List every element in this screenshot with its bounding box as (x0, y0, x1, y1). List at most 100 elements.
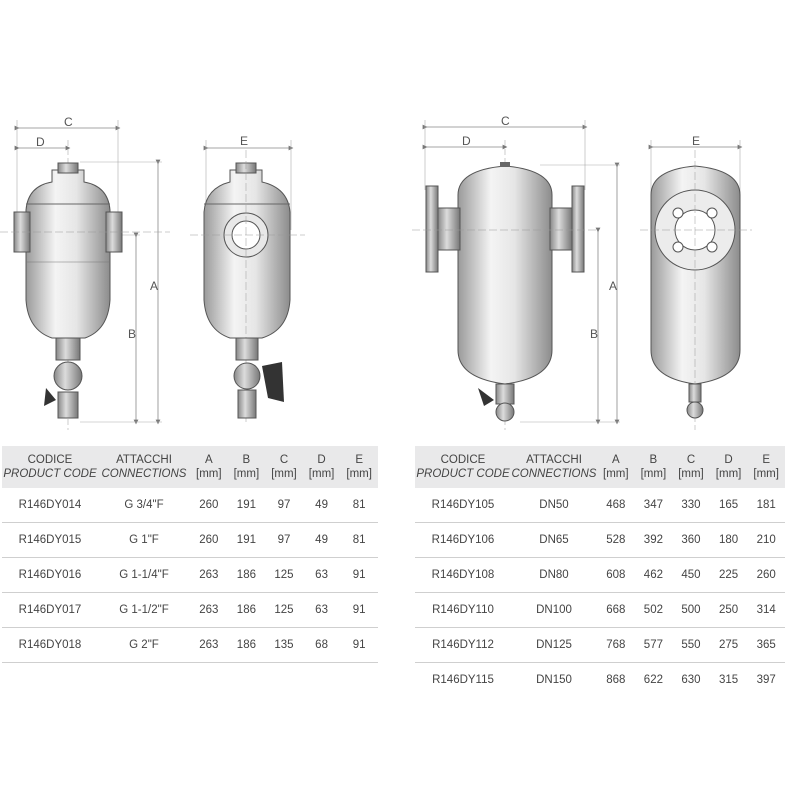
cell-b: 191 (227, 488, 266, 523)
cell-a: 608 (597, 557, 635, 593)
cell-c: 500 (672, 592, 710, 628)
header-b-unit: [mm] (233, 468, 260, 480)
cell-e: 91 (340, 592, 378, 628)
cell-code: R146DY017 (2, 592, 98, 628)
dim-label-d: D (36, 135, 45, 149)
header-conn-en: CONNECTIONS (101, 468, 187, 480)
header-a-label: A (204, 454, 213, 466)
dim-label-b-large: B (590, 327, 598, 341)
dim-label-c-large: C (501, 114, 510, 128)
cell-d: 225 (709, 557, 748, 593)
header-code-it: CODICE (440, 454, 486, 466)
header-conn-it: ATTACCHI (116, 454, 172, 466)
header-a: A [mm] (190, 446, 228, 488)
header-d: D[mm] (709, 446, 748, 488)
cell-d: 275 (709, 627, 748, 663)
cell-conn: G 2"F (98, 627, 190, 663)
cell-c: 450 (672, 557, 710, 593)
cell-a: 668 (597, 592, 635, 628)
cell-a: 263 (190, 557, 228, 593)
table-header-row: CODICE PRODUCT CODE ATTACCHI CONNECTIONS… (415, 446, 785, 488)
right-dimensions-table: CODICE PRODUCT CODE ATTACCHI CONNECTIONS… (415, 446, 785, 697)
cell-c: 550 (672, 627, 710, 663)
cell-c: 135 (265, 627, 303, 663)
dim-label-e-small: E (240, 134, 248, 148)
cell-c: 630 (681, 674, 701, 686)
cell-b: 622 (643, 674, 663, 686)
header-d-unit: [mm] (308, 468, 335, 480)
cell-conn: G 1-1/4"F (98, 557, 190, 593)
header-c-label: C (686, 454, 696, 466)
dim-label-b: B (128, 327, 136, 341)
header-d-label: D (317, 454, 326, 466)
header-e-unit: [mm] (346, 468, 372, 480)
left-dimensions-table: CODICE PRODUCT CODE ATTACCHI CONNECTIONS… (2, 446, 378, 663)
header-e-label: E (355, 454, 364, 466)
dim-label-e-large: E (692, 134, 700, 148)
cell-d: 63 (302, 557, 341, 593)
cell-conn: G 3/4"F (98, 488, 190, 523)
dim-label-c: C (64, 115, 73, 129)
cell-a: 260 (190, 522, 228, 558)
cell-c: 97 (265, 522, 303, 558)
header-b-label: B (649, 454, 658, 466)
cell-d: 49 (302, 488, 341, 523)
cell-conn: G 1"F (98, 522, 190, 558)
header-code: CODICE PRODUCT CODE (415, 446, 511, 488)
cell-code: R146DY108 (415, 557, 511, 593)
header-code: CODICE PRODUCT CODE (2, 446, 98, 488)
cell-e: 314 (747, 592, 785, 628)
header-connections: ATTACCHI CONNECTIONS (511, 446, 597, 488)
cell-d: 180 (709, 522, 748, 558)
cell-b: 347 (634, 488, 673, 523)
cell-d: 49 (302, 522, 341, 558)
cell-e: 81 (340, 522, 378, 558)
cell-b: 392 (634, 522, 673, 558)
cell-e: 81 (340, 488, 378, 523)
cell-code: R146DY014 (2, 488, 98, 523)
cell-a: 263 (190, 627, 228, 663)
cell-conn: DN150 (536, 674, 572, 686)
cell-e: 397 (756, 674, 776, 686)
cell-a: 528 (597, 522, 635, 558)
header-a: A[mm] (597, 446, 635, 488)
cell-a: 260 (190, 488, 228, 523)
cell-conn: DN50 (511, 488, 597, 523)
small-separator-front-view: E (190, 134, 305, 425)
header-c: C [mm] (672, 446, 710, 488)
cell-c: 330 (672, 488, 710, 523)
large-separator-side-view: C D A B (412, 114, 620, 430)
cell-e: 365 (747, 627, 785, 663)
cell-code: R146DY112 (415, 627, 511, 663)
cell-b: 577 (634, 627, 673, 663)
header-c-unit: [mm] (271, 468, 297, 480)
cell-b: 186 (227, 592, 266, 628)
cell-code: R146DY016 (2, 557, 98, 593)
cell-code: R146DY106 (415, 522, 511, 558)
header-b: B [mm] (634, 446, 673, 488)
cell-code: R146DY115 (432, 674, 494, 686)
small-separator-side-view: C D A B (0, 115, 170, 430)
cell-a: 768 (597, 627, 635, 663)
cell-d: 68 (302, 627, 341, 663)
dim-label-d-large: D (462, 134, 471, 148)
header-connections: ATTACCHI CONNECTIONS (98, 446, 190, 488)
header-a-unit: [mm] (196, 468, 222, 480)
table-header-row: CODICE PRODUCT CODE ATTACCHI CONNECTIONS… (2, 446, 378, 488)
cell-conn: DN65 (511, 522, 597, 558)
header-code-en: PRODUCT CODE (416, 468, 510, 480)
cell-c: 125 (265, 557, 303, 593)
cell-c: 360 (672, 522, 710, 558)
header-c-unit: [mm] (678, 468, 704, 480)
header-b-unit: [mm] (640, 468, 667, 480)
cell-e: 91 (340, 557, 378, 593)
header-e: E [mm] (340, 446, 378, 488)
cell-e: 91 (340, 627, 378, 663)
cell-e: 181 (747, 488, 785, 523)
cell-code: R146DY105 (415, 488, 511, 523)
